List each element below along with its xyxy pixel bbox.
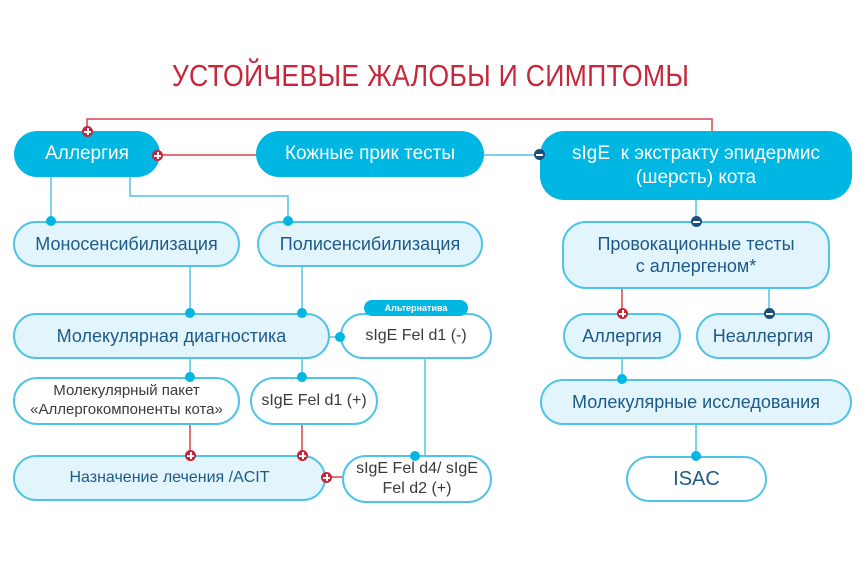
dot-marker-poly: [283, 216, 293, 226]
node-label: sIgE Fel d4/ sIgE Fel d2 (+): [356, 460, 478, 497]
node-label: Молекулярная диагностика: [56, 325, 287, 346]
plus-marker-treatment-right: [321, 472, 332, 483]
badge-label: Альтернатива: [384, 303, 448, 313]
plus-marker-treatment-left: [185, 450, 196, 461]
node-isac[interactable]: ISAC: [626, 456, 767, 502]
dot-marker-feld1neg: [335, 332, 345, 342]
node-molecular-diagnostics[interactable]: Молекулярная диагностика: [13, 313, 330, 359]
diagram-title: УСТОЙЧЕВЫЕ ЖАЛОБЫ И СИМПТОМЫ: [171, 58, 690, 93]
node-label: Аллергия: [45, 143, 129, 165]
node-label: sIgE к экстракту эпидермис (шерсть) кота: [572, 142, 826, 188]
node-label: Провокационные тесты с аллергеном*: [597, 233, 795, 277]
node-label: Аллергия: [582, 325, 662, 346]
node-polysensitization[interactable]: Полисенсибилизация: [257, 221, 483, 267]
plus-marker-allergy-right: [617, 308, 628, 319]
node-provocation-tests[interactable]: Провокационные тесты с аллергеном*: [562, 221, 830, 289]
alternative-badge: Альтернатива: [364, 300, 468, 316]
connector-allergy-poly: [129, 177, 289, 221]
node-monosensitization[interactable]: Моносенсибилизация: [13, 221, 240, 267]
node-skin-tests[interactable]: Кожные прик тесты: [256, 131, 484, 177]
node-molecular-research[interactable]: Молекулярные исследования: [540, 379, 852, 425]
node-label: Моносенсибилизация: [35, 233, 218, 254]
dot-marker-moldiag-right: [297, 308, 307, 318]
dot-marker-isac: [691, 451, 701, 461]
node-label: sIgE Fel d1 (-): [365, 327, 467, 344]
node-non-allergy[interactable]: Неаллергия: [696, 313, 830, 359]
plus-marker-allergy-right-side: [152, 150, 163, 161]
node-label: sIgE Fel d1 (+): [261, 392, 367, 409]
node-label: Назначение лечения /ACIT: [69, 469, 270, 486]
node-label: Молекулярный пакет «Аллергокомпоненты ко…: [30, 382, 223, 418]
node-molecular-package[interactable]: Молекулярный пакет «Аллергокомпоненты ко…: [13, 377, 240, 425]
node-allergy-top[interactable]: Аллергия: [14, 131, 160, 177]
node-allergy-right[interactable]: Аллергия: [563, 313, 681, 359]
node-label: Молекулярные исследования: [572, 391, 820, 412]
dot-marker-molresearch: [617, 374, 627, 384]
node-label: ISAC: [673, 467, 720, 490]
node-fel-d1-positive[interactable]: sIgE Fel d1 (+): [250, 377, 378, 425]
plus-marker-treatment-mid: [297, 450, 308, 461]
minus-marker-provocation: [691, 216, 702, 227]
connector-top-red: [86, 118, 713, 134]
dot-marker-feld1pos: [297, 372, 307, 382]
node-label: Неаллергия: [712, 325, 814, 346]
node-sige-extract[interactable]: sIgE к экстракту эпидермис (шерсть) кота: [540, 131, 852, 200]
dot-marker-package: [185, 372, 195, 382]
node-label: Полисенсибилизация: [279, 233, 461, 254]
minus-marker-sige: [534, 149, 545, 160]
node-label: Кожные прик тесты: [284, 143, 456, 165]
dot-marker-moldiag-left: [185, 308, 195, 318]
dot-marker-mono: [46, 216, 56, 226]
node-fel-d4-d2[interactable]: sIgE Fel d4/ sIgE Fel d2 (+): [342, 455, 492, 503]
plus-marker-allergy-top: [82, 126, 93, 137]
minus-marker-nonallergy: [764, 308, 775, 319]
dot-marker-feld4: [410, 451, 420, 461]
node-fel-d1-negative[interactable]: sIgE Fel d1 (-): [340, 313, 492, 359]
node-treatment[interactable]: Назначение лечения /ACIT: [13, 455, 326, 501]
